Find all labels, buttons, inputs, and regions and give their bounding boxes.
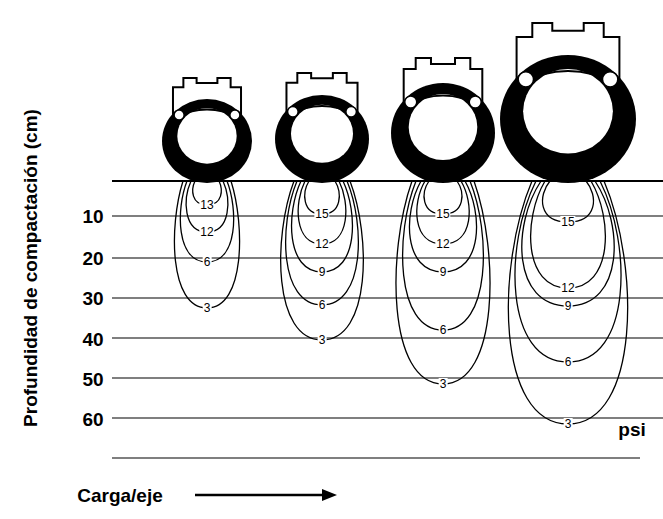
pressure-value: 9 [439, 266, 448, 278]
pressure-bulb [286, 181, 359, 305]
tire-inner [523, 69, 613, 153]
tire-body [391, 83, 495, 183]
pressure-bulb [531, 181, 606, 288]
pressure-bulb [292, 181, 353, 272]
axis-title: Profundidad de compactación (cm) [21, 109, 40, 427]
pressure-bulb [298, 181, 346, 244]
tire-bead [518, 72, 533, 87]
depth-value: 30 [82, 289, 103, 308]
tire-bead [288, 106, 299, 117]
depth-line [112, 377, 663, 378]
pressure-value: 13 [199, 199, 214, 211]
pressure-value: 12 [314, 238, 329, 250]
pressure-bulb [403, 181, 484, 330]
tire-inner [177, 108, 236, 163]
pressure-bulb [174, 181, 239, 308]
tire [162, 78, 252, 308]
tire-bead [230, 110, 240, 120]
pressure-value: 12 [560, 282, 575, 294]
tire-bead [469, 96, 481, 108]
depth-line [112, 457, 640, 458]
pressure-value: 15 [314, 208, 329, 220]
tire [391, 58, 495, 384]
tire-bead [602, 72, 617, 87]
tire [275, 73, 369, 340]
pressure-bulb [417, 181, 469, 244]
pressure-bulb [409, 181, 476, 272]
pressure-value: 9 [318, 266, 327, 278]
pressure-value: 12 [199, 226, 214, 238]
pressure-bulb [522, 181, 614, 306]
tire-inner [409, 94, 478, 160]
pressure-bulb [396, 181, 490, 384]
depth-line [112, 215, 663, 216]
axis-label: Carga/eje [77, 486, 163, 505]
tire-body [275, 95, 369, 183]
depth-value: 10 [82, 207, 103, 226]
pressure-value: 3 [318, 334, 327, 346]
pressure-value: 3 [564, 418, 573, 430]
pressure-value: 3 [203, 302, 212, 314]
depth-value: 60 [82, 410, 103, 429]
depth-value: 50 [82, 370, 103, 389]
tire-inner [291, 105, 353, 163]
tire [500, 23, 636, 424]
tire-body [500, 55, 636, 183]
depth-line [112, 417, 663, 418]
pressure-value: 6 [318, 299, 327, 311]
pressure-value: 12 [435, 238, 450, 250]
load-arrow [195, 494, 325, 497]
depth-value: 20 [82, 249, 103, 268]
pressure-value: 6 [203, 256, 212, 268]
pressure-value: 15 [560, 216, 575, 228]
depth-value: 40 [82, 330, 103, 349]
tire-bead [174, 110, 184, 120]
pressure-bulb [180, 181, 233, 262]
tire-bead [346, 106, 357, 117]
pressure-bulb [515, 181, 621, 362]
pressure-value: 6 [439, 324, 448, 336]
pressure-value: 3 [439, 378, 448, 390]
tire-body [162, 99, 252, 183]
unit-label: psi [618, 420, 645, 439]
arrow-head [322, 489, 337, 501]
depth-line [112, 337, 663, 338]
pressure-value: 15 [435, 208, 450, 220]
pressure-bulb [281, 181, 364, 340]
tire-bead [405, 96, 417, 108]
depth-line [112, 297, 663, 298]
pressure-bulb [508, 181, 627, 424]
pressure-value: 6 [564, 356, 573, 368]
pressure-bulb [186, 181, 228, 232]
pressure-value: 9 [564, 300, 573, 312]
